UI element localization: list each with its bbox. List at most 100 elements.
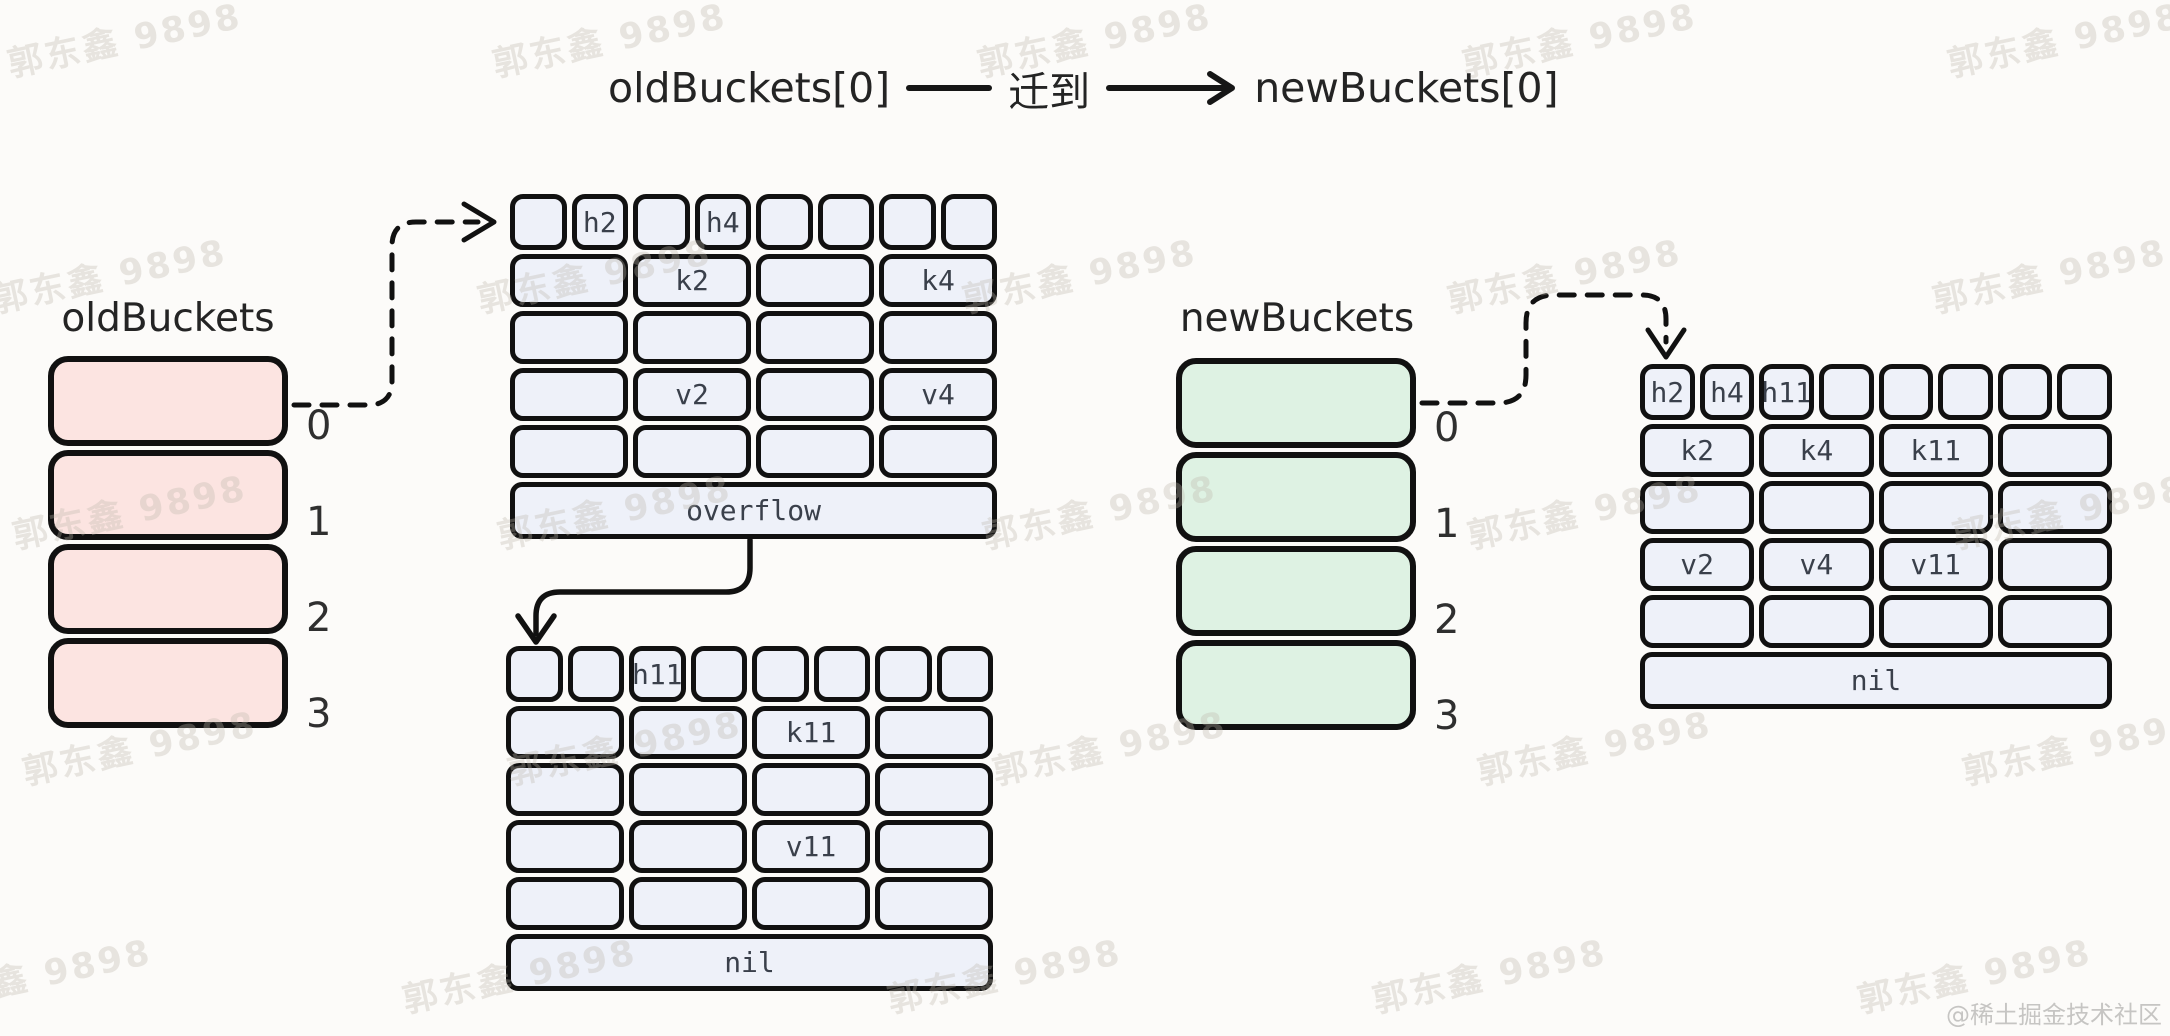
tophash-cell [940, 194, 997, 250]
kv-cell [756, 311, 874, 364]
tophash-cell [813, 646, 870, 702]
community-watermark: @稀土掘金技术社区 [1946, 1001, 2162, 1029]
value-cell: v11 [1878, 538, 1993, 591]
watermark-text: 郭东鑫 9898 [4, 0, 246, 86]
tophash-cell [567, 646, 624, 702]
value-cell [629, 820, 747, 873]
kv-cell [752, 763, 870, 816]
watermark-text: 郭东鑫 9898 [1944, 0, 2170, 86]
overflow-pointer-cell: nil [506, 934, 993, 991]
watermark-text: 郭东鑫 9898 [1959, 704, 2170, 794]
key-cell: k4 [1759, 424, 1874, 477]
watermark-text: 郭东鑫 9898 [1369, 932, 1611, 1022]
new-bucket0-grid: h2 h4 h11 k2 k4 k11 v2 v4 v11 nil [1640, 364, 2112, 709]
title-arrow [1106, 71, 1236, 105]
tophash-cell [690, 646, 747, 702]
kv-cell [633, 425, 751, 478]
bucket-index: 2 [306, 595, 332, 641]
arrow-old0-to-bucket-head [461, 201, 497, 243]
kv-cell [1759, 595, 1874, 648]
kv-cell [510, 425, 628, 478]
watermark-text: 郭东鑫 9898 [1929, 232, 2170, 322]
new-buckets-label: newBuckets [1179, 296, 1415, 341]
old-bucket0-grid: h2 h4 k2 k4 v2 v4 overflow [510, 194, 997, 539]
kv-cell [1878, 595, 1993, 648]
new-bucket-3 [1176, 640, 1416, 730]
value-cell: v2 [633, 368, 751, 421]
arrow-new0-to-bucket-head [1645, 327, 1687, 360]
tophash-cell: h11 [1759, 364, 1814, 420]
bucket-index: 2 [1434, 597, 1460, 643]
bucket-index: 0 [306, 403, 332, 449]
kv-cell [633, 311, 751, 364]
kv-cell [1640, 595, 1755, 648]
old-bucket-3 [48, 638, 288, 728]
title-action: 迁到 [1008, 68, 1091, 116]
kv-cell [506, 877, 624, 930]
kv-cell [510, 311, 628, 364]
tophash-cell [875, 646, 932, 702]
key-cell: k11 [1878, 424, 1993, 477]
value-cell: v2 [1640, 538, 1755, 591]
tophash-cell [1997, 364, 2053, 420]
value-cell: v4 [879, 368, 997, 421]
nil-pointer-cell: nil [1640, 652, 2112, 709]
key-cell: k11 [752, 706, 870, 759]
tophash-cell [633, 194, 690, 250]
watermark-text: 郭东鑫 9898 [1444, 232, 1686, 322]
old-buckets-stack [48, 356, 288, 728]
kv-cell [756, 425, 874, 478]
key-cell: k4 [879, 254, 997, 307]
tophash-cell [756, 194, 813, 250]
old-bucket-2 [48, 544, 288, 634]
tophash-cell [1938, 364, 1993, 420]
kv-cell [1997, 481, 2112, 534]
kv-cell [879, 425, 997, 478]
key-cell [629, 706, 747, 759]
tophash-cell: h2 [571, 194, 628, 250]
value-cell [875, 820, 993, 873]
tophash-cell [817, 194, 874, 250]
key-cell [875, 706, 993, 759]
kv-cell [506, 763, 624, 816]
kv-cell [1759, 481, 1874, 534]
tophash-cell: h2 [1640, 364, 1695, 420]
key-cell [510, 254, 628, 307]
title-target: newBuckets[0] [1254, 64, 1559, 112]
kv-cell [1640, 481, 1755, 534]
value-cell: v11 [752, 820, 870, 873]
old-buckets-label: oldBuckets [61, 296, 275, 341]
kv-cell [629, 763, 747, 816]
tophash-cell [1818, 364, 1874, 420]
value-cell [510, 368, 628, 421]
value-cell [1997, 538, 2112, 591]
value-cell [506, 820, 624, 873]
title-row: oldBuckets[0] 迁到 newBuckets[0] [608, 58, 1559, 118]
kv-cell [1997, 595, 2112, 648]
key-cell: k2 [633, 254, 751, 307]
tophash-cell [1878, 364, 1934, 420]
kv-cell [629, 877, 747, 930]
value-cell [756, 368, 874, 421]
bucket-index: 0 [1434, 405, 1460, 451]
kv-cell [875, 763, 993, 816]
title-connector-line [906, 85, 993, 91]
tophash-cell [752, 646, 809, 702]
bucket-index: 3 [306, 691, 332, 737]
overflow-pointer-cell: overflow [510, 482, 997, 539]
tophash-cell: h11 [629, 646, 686, 702]
value-cell: v4 [1759, 538, 1874, 591]
key-cell [1997, 424, 2112, 477]
title-source: oldBuckets[0] [608, 64, 891, 112]
watermark-text: 郭东鑫 9898 [0, 932, 156, 1022]
key-cell [756, 254, 874, 307]
arrow-overflow-to-bucket-head [515, 613, 557, 645]
tophash-cell [2057, 364, 2112, 420]
tophash-cell: h4 [694, 194, 751, 250]
watermark-text: 郭东鑫 9898 [1474, 704, 1716, 794]
tophash-cell [879, 194, 936, 250]
new-buckets-stack [1176, 358, 1416, 730]
kv-cell [752, 877, 870, 930]
tophash-cell [506, 646, 563, 702]
new-bucket-indices: 0 1 2 3 [1434, 358, 1459, 738]
